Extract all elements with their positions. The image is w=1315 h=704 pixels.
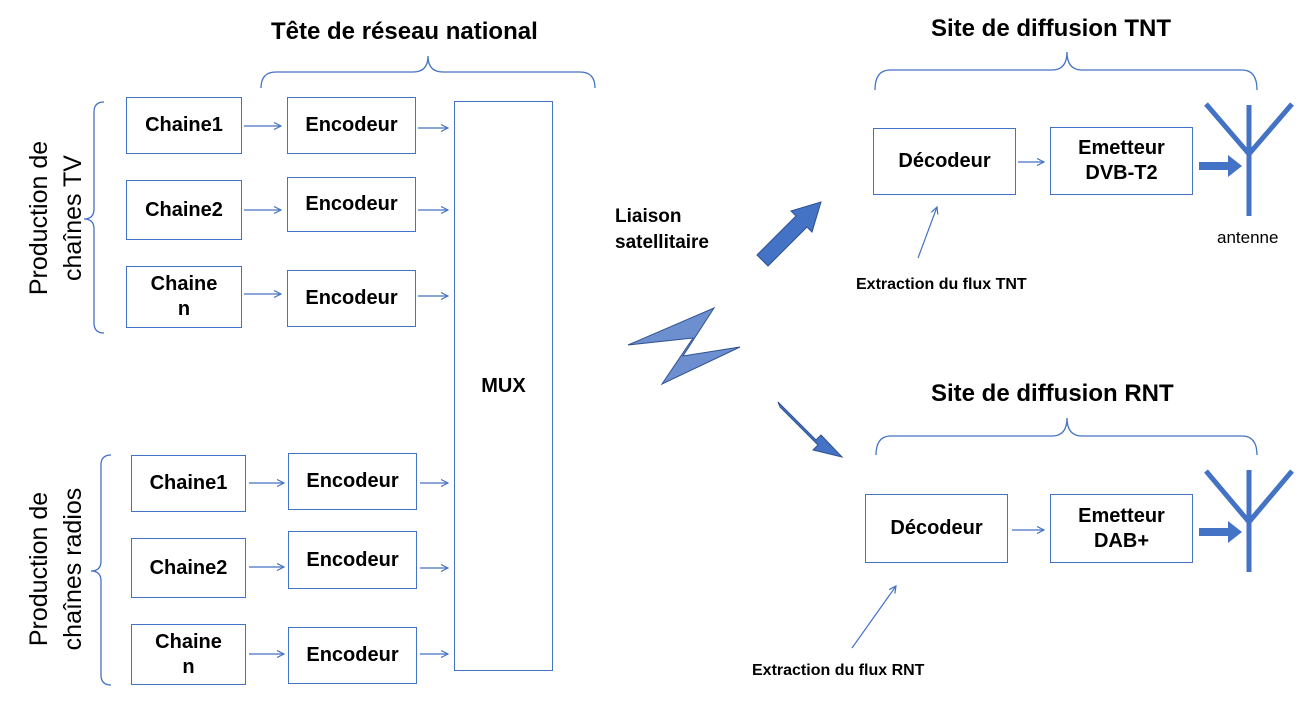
radio-encoder-1-box: Encodeur [288, 453, 417, 510]
brace-site-tnt [874, 51, 1258, 91]
antenna-label: antenne [1217, 228, 1279, 247]
rnt-extraction-note: Extraction du flux RNT [752, 662, 925, 679]
heading-head-end: Tête de réseau national [271, 18, 538, 45]
brace-tv [83, 101, 105, 334]
radio-encoder-2-box: Encodeur [288, 531, 417, 589]
tnt-extraction-note: Extraction du flux TNT [856, 276, 1027, 293]
uplink-arrow-rnt [777, 401, 844, 458]
radio-channel-2-box: Chaine2 [131, 538, 246, 598]
brace-radio [90, 454, 112, 686]
tv-encoder-2-box: Encodeur [287, 177, 416, 232]
brace-site-rnt [875, 417, 1258, 456]
tnt-decoder-box: Décodeur [873, 128, 1016, 195]
side-label-tv: Production de chaînes TV [25, 140, 87, 296]
radio-encoder-n-box: Encodeur [288, 627, 417, 684]
brace-head-end [260, 55, 596, 89]
radio-channel-1-box: Chaine1 [131, 455, 246, 512]
antenna-icon-tnt [1204, 102, 1294, 216]
tv-channel-2-box: Chaine2 [126, 180, 242, 240]
extraction-pointers [851, 207, 937, 649]
heading-site-tnt: Site de diffusion TNT [931, 15, 1171, 42]
tnt-transmitter-box: Emetteur DVB-T2 [1050, 127, 1193, 195]
satellite-link-label: Liaison satellitaire [615, 206, 709, 253]
radio-channel-n-box: Chaine n [131, 624, 246, 685]
decoder-to-transmitter-arrows [1012, 162, 1044, 530]
rnt-decoder-box: Décodeur [865, 494, 1008, 563]
tv-encoder-1-box: Encodeur [287, 97, 416, 154]
mux-box: MUX [454, 101, 553, 671]
channel-to-encoder-arrows [244, 126, 284, 654]
side-label-radio: Production de chaînes radios [25, 487, 87, 651]
tv-encoder-n-box: Encodeur [287, 270, 416, 327]
tv-channel-1-box: Chaine1 [126, 97, 242, 154]
uplink-arrow-tnt [756, 201, 822, 267]
tv-channel-n-box: Chaine n [126, 266, 242, 328]
encoder-to-mux-arrows [418, 128, 448, 654]
lightning-bolt-icon [627, 306, 741, 386]
heading-site-rnt: Site de diffusion RNT [931, 380, 1174, 407]
antenna-icon-rnt [1204, 469, 1294, 572]
rnt-transmitter-box: Emetteur DAB+ [1050, 494, 1193, 563]
transmitter-to-antenna-arrows [1199, 155, 1242, 543]
